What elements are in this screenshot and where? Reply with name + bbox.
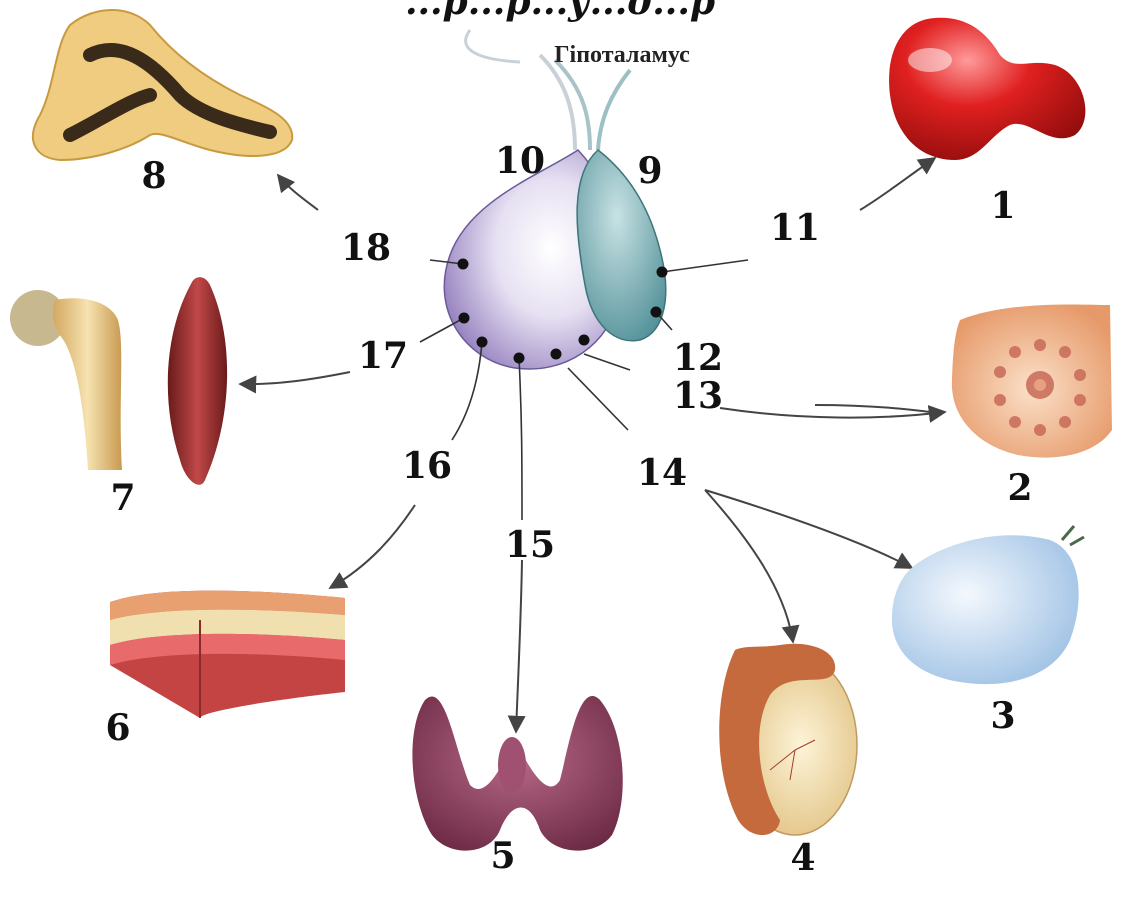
callout-8: 8 <box>141 155 166 197</box>
thyroid-organ <box>412 696 622 851</box>
callout-12: 12 <box>673 337 723 379</box>
hypothalamus-label: Гіпоталамус <box>554 42 690 68</box>
kidney-organ <box>889 18 1085 160</box>
pituitary-gland <box>444 150 665 369</box>
callout-3: 3 <box>990 695 1015 737</box>
callout-16: 16 <box>402 445 452 487</box>
callout-11: 11 <box>770 207 820 249</box>
callout-9: 9 <box>637 150 662 192</box>
skin-organ <box>110 591 345 718</box>
callout-18: 18 <box>341 227 391 269</box>
callout-1: 1 <box>990 185 1015 227</box>
callout-6: 6 <box>105 707 130 749</box>
testis-organ <box>719 644 857 835</box>
callout-7: 7 <box>110 477 135 519</box>
callout-15: 15 <box>505 524 555 566</box>
callout-2: 2 <box>1007 467 1032 509</box>
muscle-organ <box>168 277 227 485</box>
mammary-gland-organ <box>952 304 1112 457</box>
diagram-title: ...р...р...у...д...р <box>405 0 715 23</box>
adrenal-gland-organ <box>33 10 292 160</box>
bone-organ <box>10 290 122 470</box>
callout-17: 17 <box>358 335 408 377</box>
callout-13: 13 <box>673 375 723 417</box>
callout-5: 5 <box>490 835 515 877</box>
callout-4: 4 <box>790 837 815 879</box>
ovary-organ <box>892 526 1084 684</box>
callout-14: 14 <box>637 452 687 494</box>
callout-10: 10 <box>495 140 545 182</box>
